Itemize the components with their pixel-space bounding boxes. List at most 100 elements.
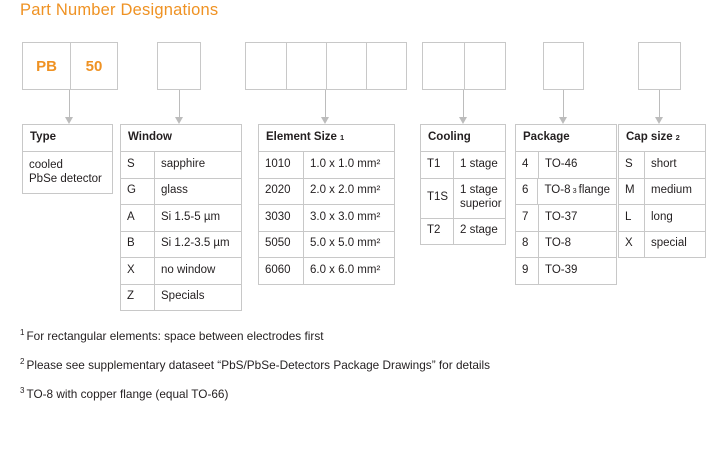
window-row-desc: Specials — [161, 290, 205, 303]
type-code-cell-0[interactable]: PB — [36, 57, 57, 75]
type-code-box[interactable]: PB 50 — [22, 42, 118, 90]
cooling-row-code: T1 — [421, 152, 454, 178]
cap-size-header-label: Cap size — [626, 131, 673, 144]
cooling-row-desc: 1 stage superior — [454, 179, 508, 218]
window-code-cell-0[interactable] — [158, 43, 200, 89]
table-row: 7 TO-37 — [516, 205, 616, 232]
table-row: 6060 6.0 x 6.0 mm² — [259, 258, 394, 285]
cooling-row-code: T2 — [421, 218, 454, 244]
element-size-row-desc: 3.0 x 3.0 mm² — [310, 210, 381, 223]
table-row: L long — [619, 205, 705, 232]
element-size-code-cell-1[interactable] — [285, 43, 326, 89]
table-row: 5050 5.0 x 5.0 mm² — [259, 231, 394, 258]
window-row-code: X — [121, 258, 155, 284]
type-table-header: Type — [30, 131, 56, 144]
footnote-2-mark: 2 — [20, 357, 25, 367]
window-row-code: S — [121, 152, 155, 178]
package-row-desc-label: TO-37 — [545, 210, 578, 223]
footnote-1-text: For rectangular elements: space between … — [26, 329, 324, 343]
window-row-desc: sapphire — [161, 157, 206, 170]
table-row: 8 TO-8 — [516, 231, 616, 258]
window-row-code: Z — [121, 284, 155, 310]
package-table-header-row: Package — [516, 125, 616, 152]
cooling-table-header-row: Cooling — [421, 125, 505, 152]
window-row-desc: no window — [161, 263, 216, 276]
package-row-desc-label: TO-8 — [544, 184, 571, 197]
cooling-code-cell-1[interactable] — [463, 43, 505, 89]
footnote-1-mark: 1 — [20, 328, 25, 338]
package-row-code: 4 — [516, 152, 539, 178]
package-row-code: 8 — [516, 231, 539, 257]
element-size-code-box[interactable] — [245, 42, 407, 90]
window-row-code: G — [121, 178, 155, 204]
element-size-code-cell-3[interactable] — [365, 43, 406, 89]
element-size-code-cell-2[interactable] — [325, 43, 366, 89]
table-row: S sapphire — [121, 152, 241, 179]
element-size-row-desc: 5.0 x 5.0 mm² — [310, 237, 381, 250]
cooling-row-desc: 2 stage — [460, 224, 498, 237]
table-row: 2020 2.0 x 2.0 mm² — [259, 178, 394, 205]
cap-size-row-desc: short — [651, 157, 677, 170]
cooling-row-desc: 1 stage — [460, 157, 498, 170]
cooling-code-cell-0[interactable] — [423, 43, 464, 89]
table-row: T2 2 stage — [421, 218, 505, 245]
footnote-2-text: Please see supplementary dataseet “PbS/P… — [26, 357, 491, 372]
table-row: B Si 1.2-3.5 µm — [121, 231, 241, 258]
table-row: G glass — [121, 178, 241, 205]
window-row-desc: Si 1.5-5 µm — [161, 210, 221, 223]
element-size-code-cell-0[interactable] — [246, 43, 286, 89]
type-body-line-1: PbSe detector — [29, 172, 102, 185]
cap-size-code-cell-0[interactable] — [639, 43, 680, 89]
table-row: X no window — [121, 258, 241, 285]
page-title: Part Number Designations — [20, 1, 219, 19]
table-row: T1S 1 stage superior — [421, 178, 508, 219]
type-code-cell-1[interactable]: 50 — [69, 43, 117, 89]
table-row: Z Specials — [121, 284, 241, 311]
cap-size-row-desc: special — [651, 237, 687, 250]
arrow-cap-size — [655, 90, 664, 124]
package-row-desc-label: TO-46 — [545, 157, 578, 170]
window-row-desc: Si 1.2-3.5 µm — [161, 237, 230, 250]
arrow-window — [175, 90, 184, 124]
package-row-desc: TO-39 — [539, 258, 616, 284]
element-size-row-code: 5050 — [259, 231, 304, 257]
cooling-row-desc-line-0: 1 stage — [460, 184, 498, 197]
package-code-box[interactable] — [543, 42, 584, 90]
type-table: Type cooled PbSe detector — [22, 124, 113, 194]
element-size-row-code: 1010 — [259, 152, 304, 178]
cap-size-row-desc: long — [651, 210, 673, 223]
package-row-desc-label: TO-8 — [545, 237, 571, 250]
table-row: A Si 1.5-5 µm — [121, 205, 241, 232]
cooling-code-box[interactable] — [422, 42, 506, 90]
package-row-desc-label: TO-39 — [545, 263, 578, 276]
table-row: S short — [619, 152, 705, 179]
element-size-row-code: 2020 — [259, 178, 304, 204]
cap-size-row-code: L — [619, 205, 645, 231]
cap-size-code-box[interactable] — [638, 42, 681, 90]
type-body-line-0: cooled — [29, 158, 63, 171]
table-row: 4 TO-46 — [516, 152, 616, 179]
type-table-body-cell: cooled PbSe detector — [23, 152, 112, 193]
package-row-desc-tail: flange — [578, 184, 610, 197]
window-code-box[interactable] — [157, 42, 201, 90]
window-row-desc: glass — [161, 184, 188, 197]
package-row-code: 6 — [516, 178, 539, 204]
table-row: 1010 1.0 x 1.0 mm² — [259, 152, 394, 179]
element-size-header-label: Element Size — [266, 131, 337, 144]
type-table-header-row: Type — [23, 125, 112, 152]
type-table-body-row: cooled PbSe detector — [23, 152, 112, 194]
package-code-cell-0[interactable] — [544, 43, 583, 89]
window-row-code: B — [121, 231, 155, 257]
table-row: 3030 3.0 x 3.0 mm² — [259, 205, 394, 232]
cap-size-row-code: M — [619, 178, 645, 204]
element-size-row-desc: 2.0 x 2.0 mm² — [310, 184, 381, 197]
